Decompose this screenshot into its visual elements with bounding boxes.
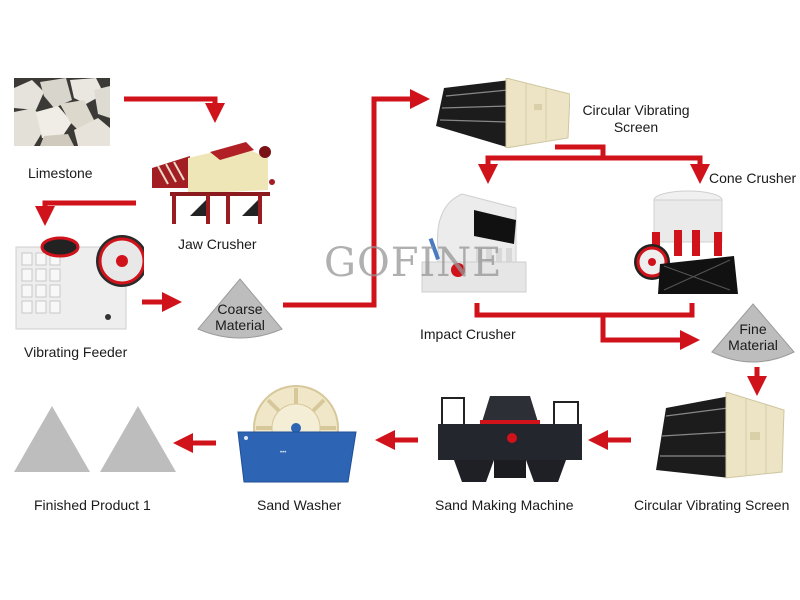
arrow-impact-merge <box>474 303 695 318</box>
jaw-crusher-label: Jaw Crusher <box>178 236 257 252</box>
fine-material-label: Fine Material <box>708 321 798 353</box>
circular-screen-1-label: Circular Vibrating Screen <box>556 102 716 136</box>
svg-text:•••: ••• <box>280 450 286 456</box>
coarse-material-pile-icon <box>197 278 283 339</box>
coarse-material-line1: Coarse <box>217 301 263 317</box>
fine-material-line2: Material <box>728 337 778 353</box>
sand-washer-label: Sand Washer <box>257 497 342 513</box>
circular-screen-1-line2: Screen <box>613 119 659 135</box>
sand-making-machine-label: Sand Making Machine <box>435 497 574 513</box>
arrow-to-impact-crusher <box>478 155 603 184</box>
fine-material-line1: Fine <box>739 321 767 337</box>
cone-crusher-label: Cone Crusher <box>709 170 797 186</box>
vibrating-screen-2-image <box>656 392 785 479</box>
feeder-machine-image <box>152 142 275 224</box>
arrow-coarse-to-screen <box>283 89 430 308</box>
finished-product-label: Finished Product 1 <box>34 497 151 513</box>
limestone-label: Limestone <box>28 165 93 181</box>
product-pile-icon <box>14 406 90 472</box>
product-pile-icon <box>100 406 176 472</box>
arrow-to-fine-material <box>600 315 700 350</box>
arrow-to-cone-crusher <box>603 155 710 184</box>
vibrating-feeder-label: Vibrating Feeder <box>24 344 128 360</box>
vibrating-screen-image <box>436 78 570 148</box>
finished-product-piles <box>14 406 176 472</box>
fine-material-pile-icon <box>711 303 795 363</box>
sand-washer-image: ••• <box>237 385 357 483</box>
arrow-screen-split <box>555 144 606 158</box>
impact-crusher-image <box>421 193 527 293</box>
circular-screen-2-label: Circular Vibrating Screen <box>634 497 790 513</box>
sand-making-machine-image <box>438 396 582 482</box>
circular-screen-1-line1: Circular Vibrating <box>582 102 690 118</box>
impact-crusher-label: Impact Crusher <box>420 326 516 342</box>
limestone-rocks-image <box>14 78 110 146</box>
jaw-crusher-machine-image <box>15 235 144 330</box>
cone-crusher-image <box>634 190 738 294</box>
coarse-material-label: Coarse Material <box>196 301 284 333</box>
watermark: GOFINE <box>324 240 503 286</box>
arrow-jaw-crusher-to-feeder <box>35 200 136 226</box>
arrow-limestone-to-jaw-crusher <box>124 96 225 123</box>
coarse-material-line2: Material <box>215 317 265 333</box>
